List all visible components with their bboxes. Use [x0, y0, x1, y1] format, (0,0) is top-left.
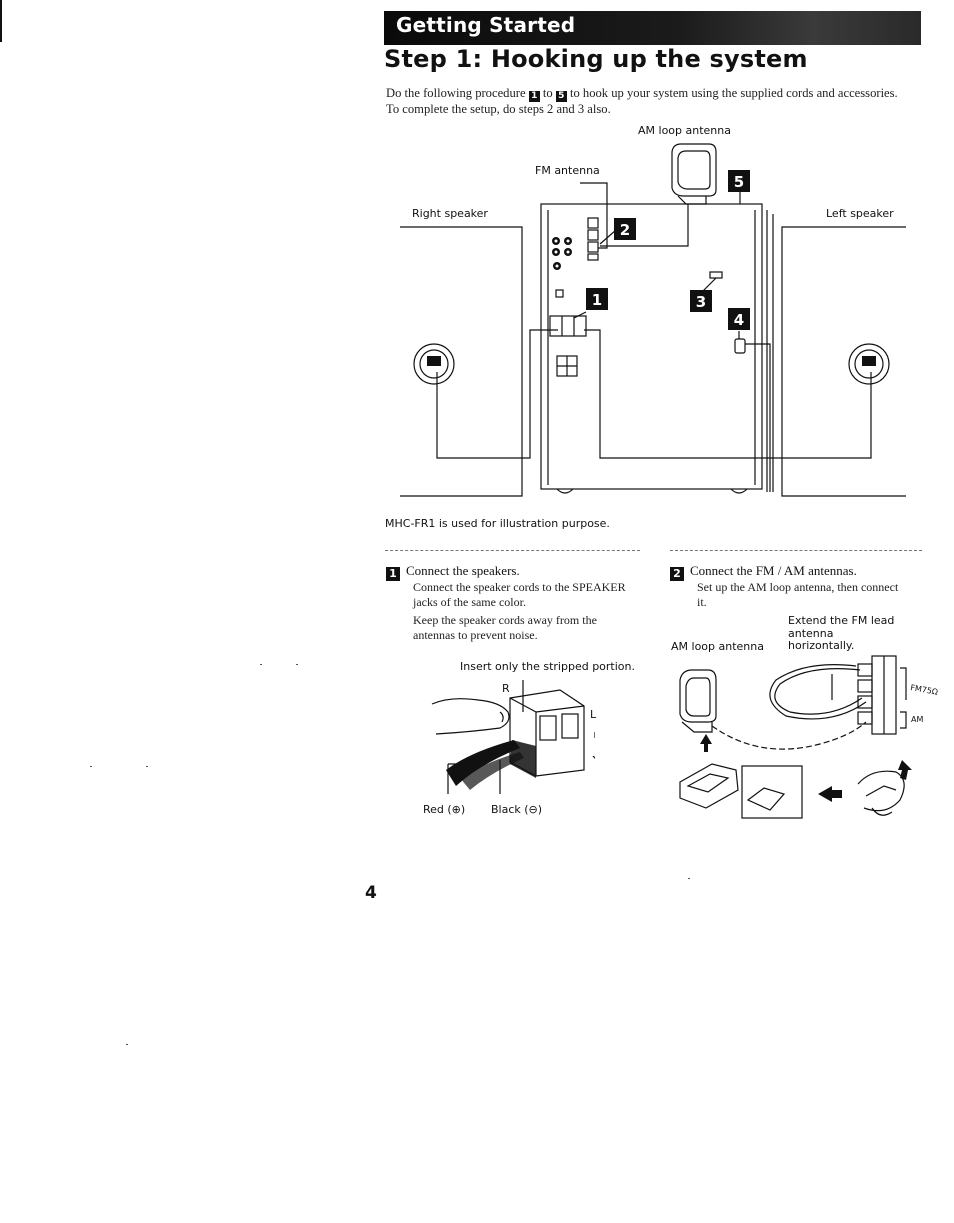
scan-speck [260, 664, 262, 665]
right-speaker-label: Right speaker [412, 207, 488, 220]
step1-heading: 1 Connect the speakers. [386, 563, 520, 581]
callout-5: 5 [728, 170, 750, 192]
callout-1: 1 [586, 288, 608, 310]
intro-text-3: to hook up your system using the supplie… [386, 86, 898, 116]
step1-text-2: Keep the speaker cords away from the ant… [413, 613, 597, 642]
main-unit [540, 203, 763, 490]
svg-text:1: 1 [592, 291, 602, 309]
fm-extend-note-line1: Extend the FM lead [788, 614, 895, 627]
right-speaker-box [400, 226, 523, 497]
left-speaker-label: Left speaker [826, 207, 894, 220]
antenna-figure: FM75Ω AM [679, 655, 938, 819]
step1-text-1: Connect the speaker cords to the SPEAKER… [413, 580, 626, 609]
scan-speck [126, 1044, 128, 1045]
svg-text:2: 2 [620, 221, 630, 239]
step2-badge: 2 [670, 567, 684, 581]
fm-extend-note: Extend the FM lead antenna horizontally. [788, 614, 895, 653]
step2-text-1: Set up the AM loop antenna, then connect… [697, 580, 899, 609]
page-title: Step 1: Hooking up the system [384, 45, 808, 73]
red-wire-label: Red (⊕) [423, 803, 466, 816]
terminal-r-label: R [502, 682, 510, 695]
am-jack-label: AM [911, 715, 923, 724]
step2-title: Connect the FM / AM antennas. [690, 563, 857, 578]
step1-title: Connect the speakers. [406, 563, 520, 578]
intro-text-1: Do the following procedure [386, 86, 526, 100]
fm-jack-label: FM75Ω [910, 683, 938, 697]
section-title: Getting Started [396, 13, 576, 37]
step2-rule [670, 550, 922, 551]
am-loop-antenna-label: AM loop antenna [638, 124, 731, 137]
callout-3: 3 [690, 290, 712, 312]
scan-speck [146, 766, 148, 767]
scan-speck [296, 664, 298, 665]
fm-antenna-label: FM antenna [535, 164, 600, 177]
hookup-diagram: 5 2 1 3 4 [400, 143, 906, 497]
intro-paragraph: Do the following procedure 1 to 5 to hoo… [386, 86, 906, 117]
left-edge-rule [0, 0, 2, 42]
callout-2: 2 [614, 218, 636, 240]
step2-heading: 2 Connect the FM / AM antennas. [670, 563, 857, 581]
terminal-l-label: L [590, 708, 597, 721]
stripped-note: Insert only the stripped portion. [460, 660, 635, 673]
left-speaker-box [781, 226, 906, 497]
black-wire-label: Black (⊖) [491, 803, 543, 816]
svg-text:4: 4 [734, 311, 744, 329]
section-banner: Getting Started [384, 11, 921, 45]
speaker-wire-figure [431, 680, 595, 794]
scan-speck [688, 878, 690, 879]
step-badge-1: 1 [528, 91, 540, 102]
intro-text-2: to [542, 86, 553, 100]
am-loop-antenna-label-2: AM loop antenna [671, 640, 764, 653]
callout-4: 4 [728, 308, 750, 330]
scan-speck [90, 766, 92, 767]
step-badge-5: 5 [555, 91, 567, 102]
svg-text:5: 5 [734, 173, 744, 191]
diagram-caption: MHC-FR1 is used for illustration purpose… [385, 517, 610, 530]
fm-extend-note-line2: antenna [788, 626, 834, 640]
step1-badge: 1 [386, 567, 400, 581]
fm-extend-note-line3: horizontally. [788, 639, 855, 652]
svg-text:3: 3 [696, 293, 706, 311]
page-number: 4 [365, 883, 377, 903]
step1-rule [385, 550, 640, 551]
